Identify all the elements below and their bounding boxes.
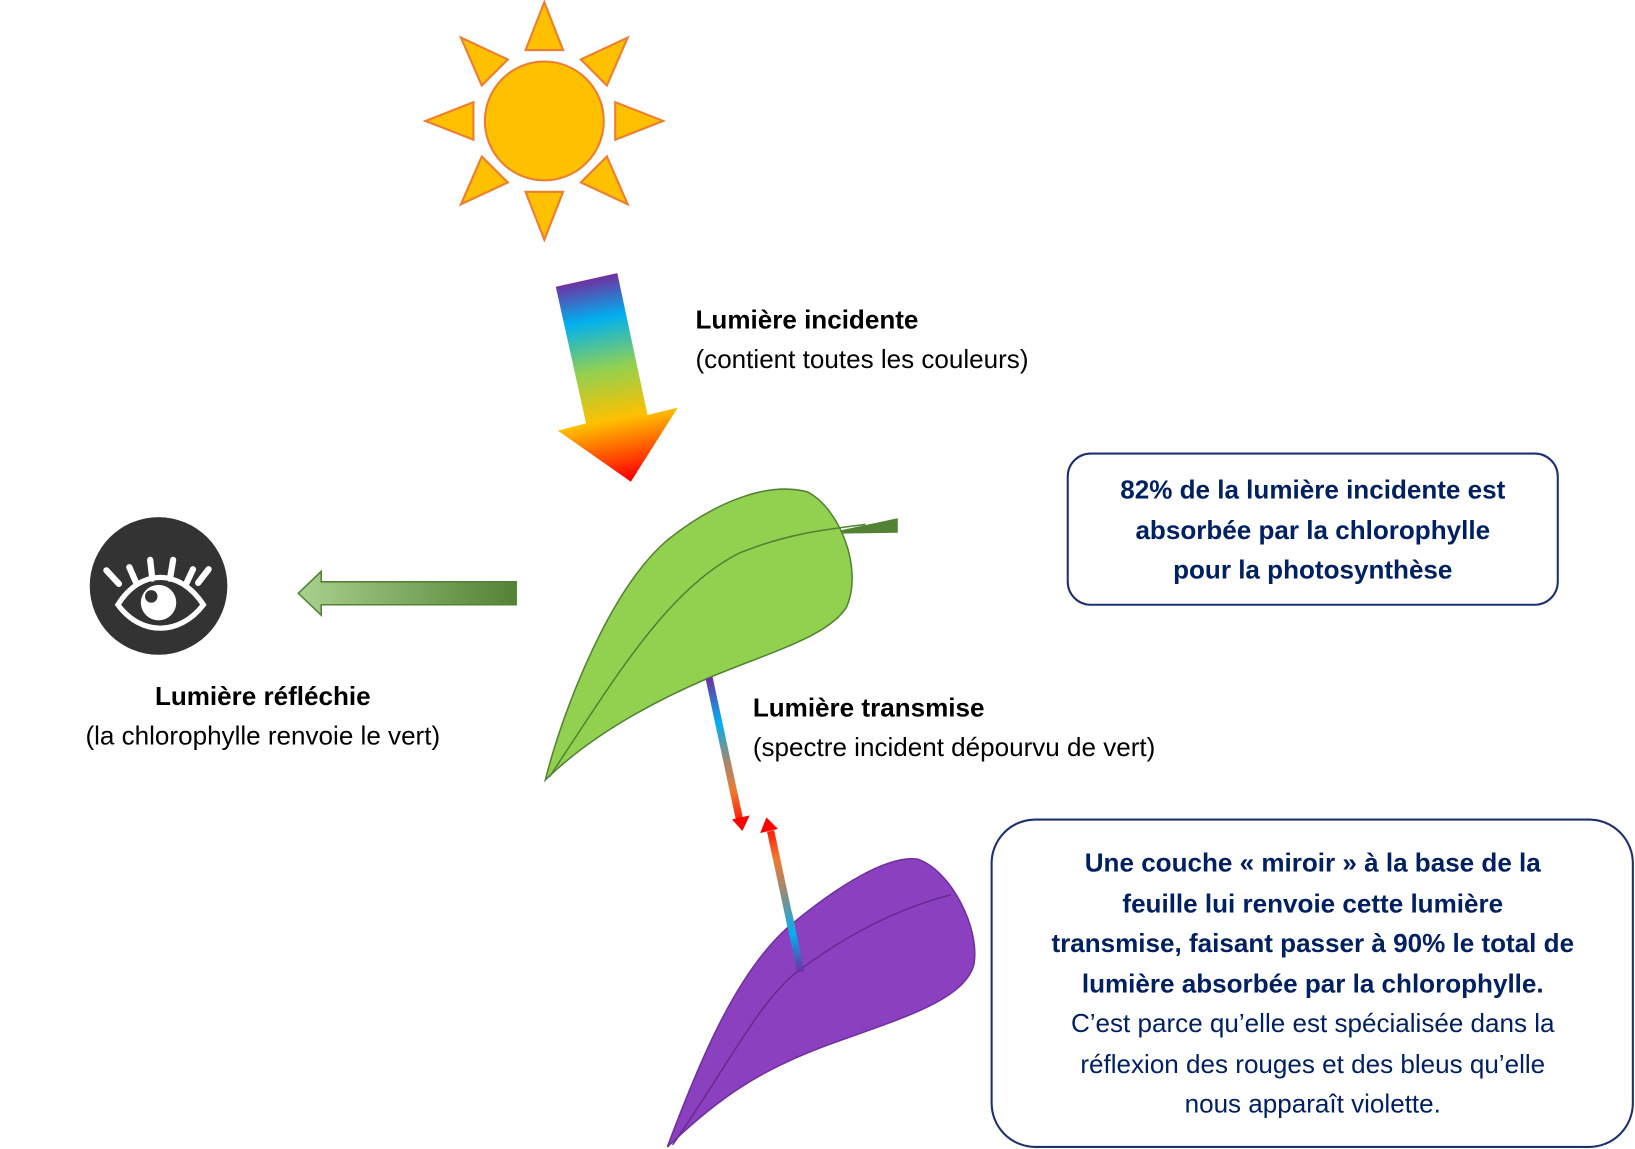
absorption-line: pour la photosynthèse (1173, 555, 1452, 585)
mirror-info-box: Une couche « miroir » à la base de la fe… (990, 818, 1634, 1148)
transmitted-light-arrow (705, 676, 750, 831)
sun-icon (422, 0, 667, 243)
absorption-line: 82% de la lumière incidente est (1120, 474, 1505, 504)
mirror-line: lumière absorbée par la chlorophylle. (1082, 969, 1544, 999)
green-leaf (543, 488, 898, 783)
absorption-line: absorbée par la chlorophylle (1135, 515, 1490, 545)
reflected-light-arrow (297, 569, 517, 617)
transmitted-subtitle: (spectre incident dépourvu de vert) (753, 732, 1156, 762)
absorption-info-box: 82% de la lumière incidente est absorbée… (1066, 452, 1559, 606)
incident-light-arrow (555, 273, 678, 482)
mirror-line: C’est parce qu’elle est spécialisée dans… (1071, 1008, 1555, 1038)
purple-leaf (666, 858, 976, 1148)
incident-subtitle: (contient toutes les couleurs) (696, 344, 1029, 374)
transmitted-title: Lumière transmise (753, 692, 985, 722)
mirror-line: nous apparaît violette. (1185, 1089, 1441, 1119)
reflected-title: Lumière réfléchie (155, 681, 371, 711)
mirror-arrow-base (784, 911, 805, 973)
mirror-line: transmise, faisant passer à 90% le total… (1051, 928, 1574, 958)
incident-title: Lumière incidente (696, 304, 919, 334)
eye-icon (89, 517, 228, 655)
mirror-line: feuille lui renvoie cette lumière (1122, 888, 1503, 918)
mirror-line: réflexion des rouges et des bleus qu’ell… (1080, 1049, 1545, 1079)
reflected-subtitle: (la chlorophylle renvoie le vert) (85, 720, 440, 750)
mirror-line: Une couche « miroir » à la base de la (1085, 848, 1542, 878)
